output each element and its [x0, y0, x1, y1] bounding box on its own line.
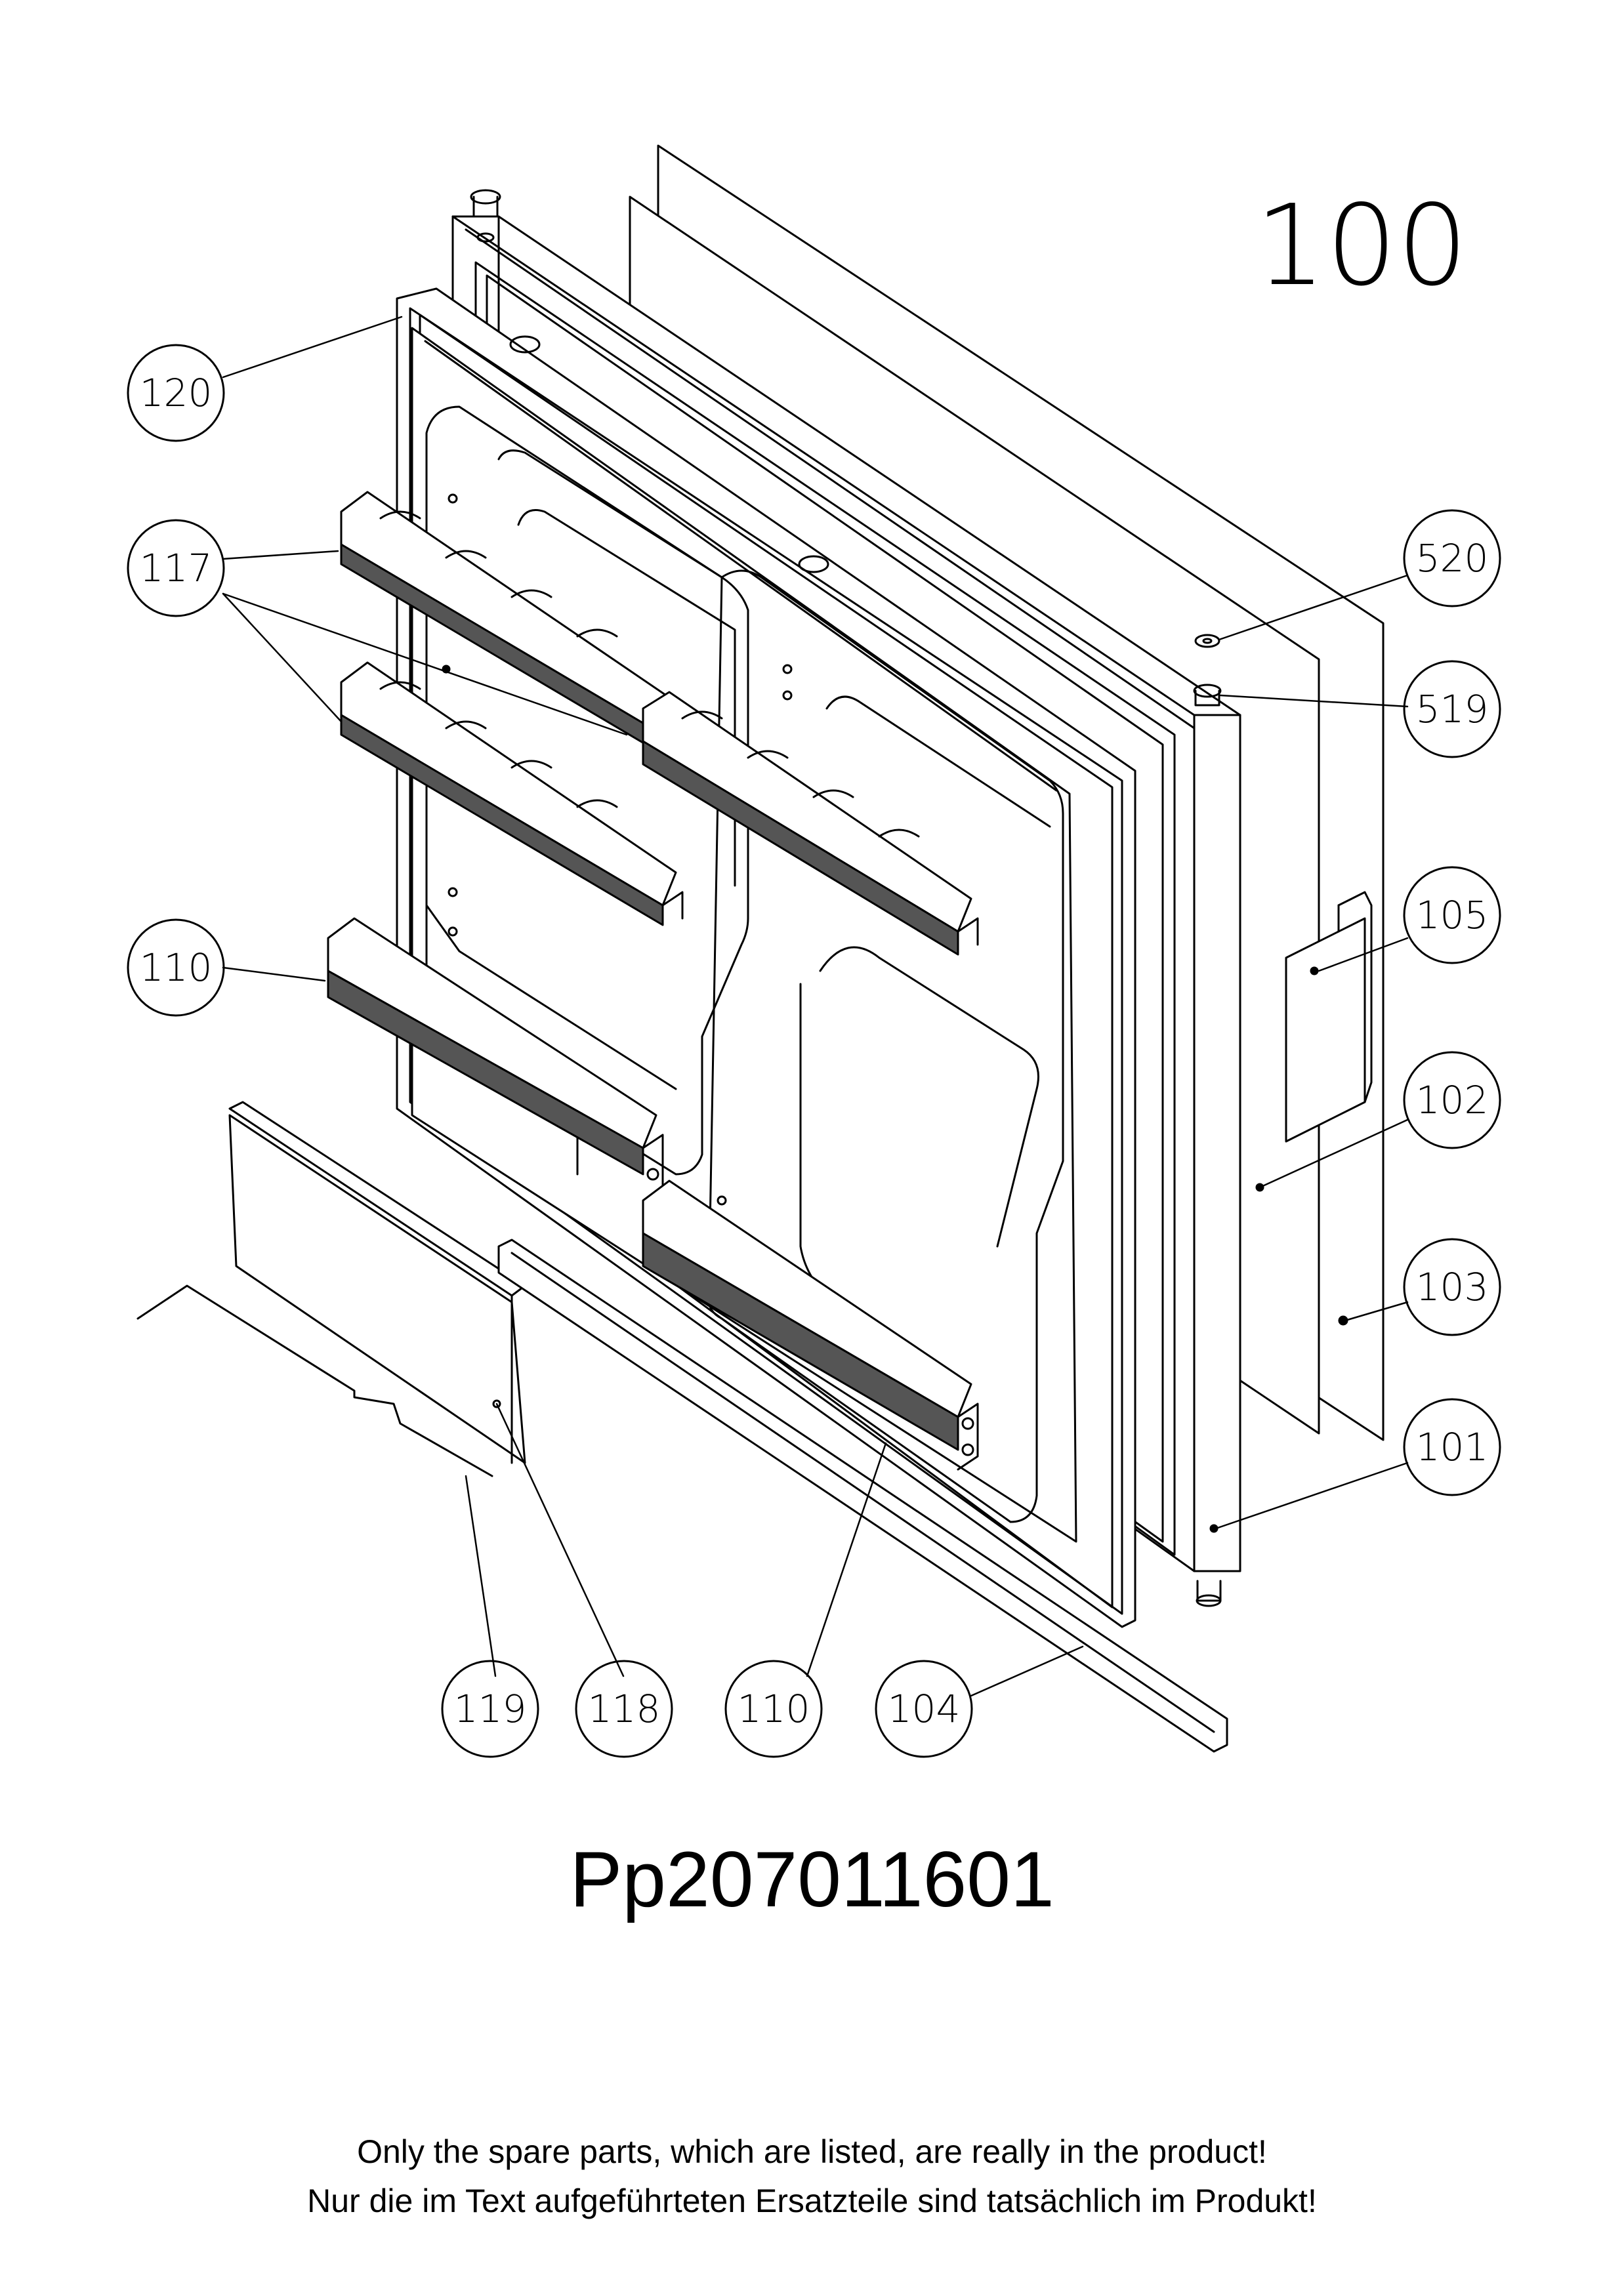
hinge-pins [470, 189, 1222, 1607]
wire-retainer-119 [136, 1284, 493, 1477]
callout-label-118: 118 [588, 1687, 661, 1731]
assembly-number: 100 [1255, 181, 1468, 311]
handle-105 [1285, 891, 1373, 1143]
door-shelf-117-middle [340, 661, 684, 926]
door-shelf-110-right [642, 1179, 979, 1471]
callout-label-520: 520 [1416, 536, 1489, 581]
door-shelf-110-left [327, 917, 664, 1228]
callout-label-102: 102 [1416, 1078, 1489, 1122]
callout-label-110-left: 110 [140, 945, 213, 990]
callout-label-519: 519 [1416, 687, 1489, 731]
exploded-view-diagram: 120 117 110 520 519 105 102 103 101 119 … [127, 144, 1501, 1758]
leader-lines [222, 316, 1409, 1697]
note-german: Nur die im Text aufgeführteten Ersatztei… [307, 2183, 1317, 2219]
callout-label-101: 101 [1416, 1425, 1489, 1469]
callout-label-104: 104 [888, 1687, 961, 1731]
note-english: Only the spare parts, which are listed, … [357, 2133, 1267, 2170]
callout-label-103: 103 [1416, 1265, 1489, 1309]
callout-label-117: 117 [140, 546, 213, 590]
door-shelf-117-right [642, 691, 979, 956]
part-code: Pp207011601 [570, 1835, 1054, 1923]
seal-strip-104 [497, 1239, 1228, 1753]
callout-label-105: 105 [1416, 893, 1489, 937]
door-shelf-117-upper [340, 491, 684, 756]
callout-label-110-bottom: 110 [738, 1687, 810, 1731]
callout-circles [127, 344, 1501, 1758]
callout-label-119: 119 [454, 1687, 527, 1731]
callout-label-120: 120 [140, 371, 213, 415]
